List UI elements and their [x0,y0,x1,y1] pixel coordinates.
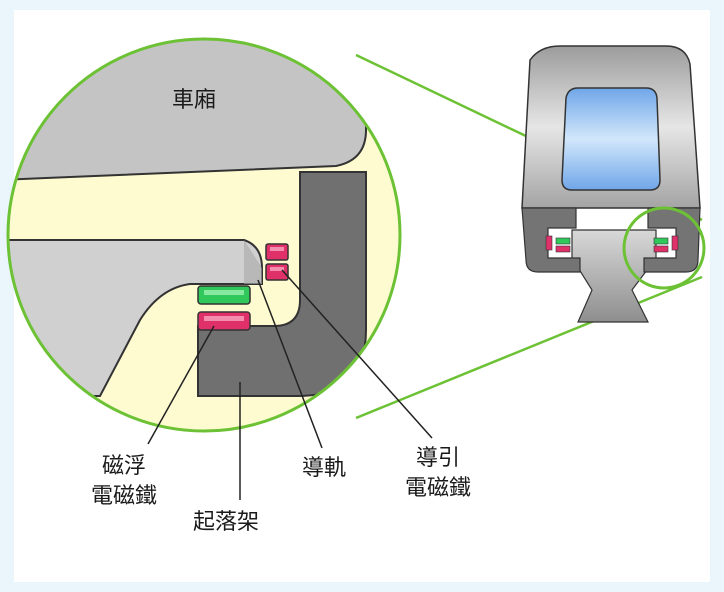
small-guide-rail [571,229,657,323]
label-guide-electromagnet: 導引 電磁鐵 [384,444,492,504]
leader-levitation-magnet [147,325,215,445]
label-bogie: 起落架 [193,510,260,535]
small-bogie-left [521,207,581,273]
label-guide-line1: 導引 [415,446,460,471]
small-lev-magnet-right [653,237,669,245]
label-guide-line2: 電磁鐵 [404,476,471,501]
zoom-circle-outline [6,37,402,433]
small-zoom-ring [622,206,706,290]
small-lev-magnet-left [555,237,571,245]
small-bogie-right [643,207,701,273]
small-guide-magnet-right [671,235,679,251]
zoom-detail [6,37,402,433]
car-window [561,87,661,191]
zoom-guide-electromagnet-upper [265,243,289,261]
leader-guide-magnet [281,269,433,439]
label-levitation-electromagnet: 磁浮 電磁鐵 [70,452,178,512]
leader-guide-rail [257,279,323,449]
small-guide-magnet-left [545,235,553,251]
train-cross-section [521,45,706,323]
label-levitation-line1: 磁浮 [101,454,146,479]
label-levitation-line2: 電磁鐵 [90,484,157,509]
zoom-guide-rail [8,239,263,397]
label-guide-rail: 導軌 [302,456,347,481]
leader-lines [147,269,433,500]
label-car-body: 車廂 [172,88,217,113]
